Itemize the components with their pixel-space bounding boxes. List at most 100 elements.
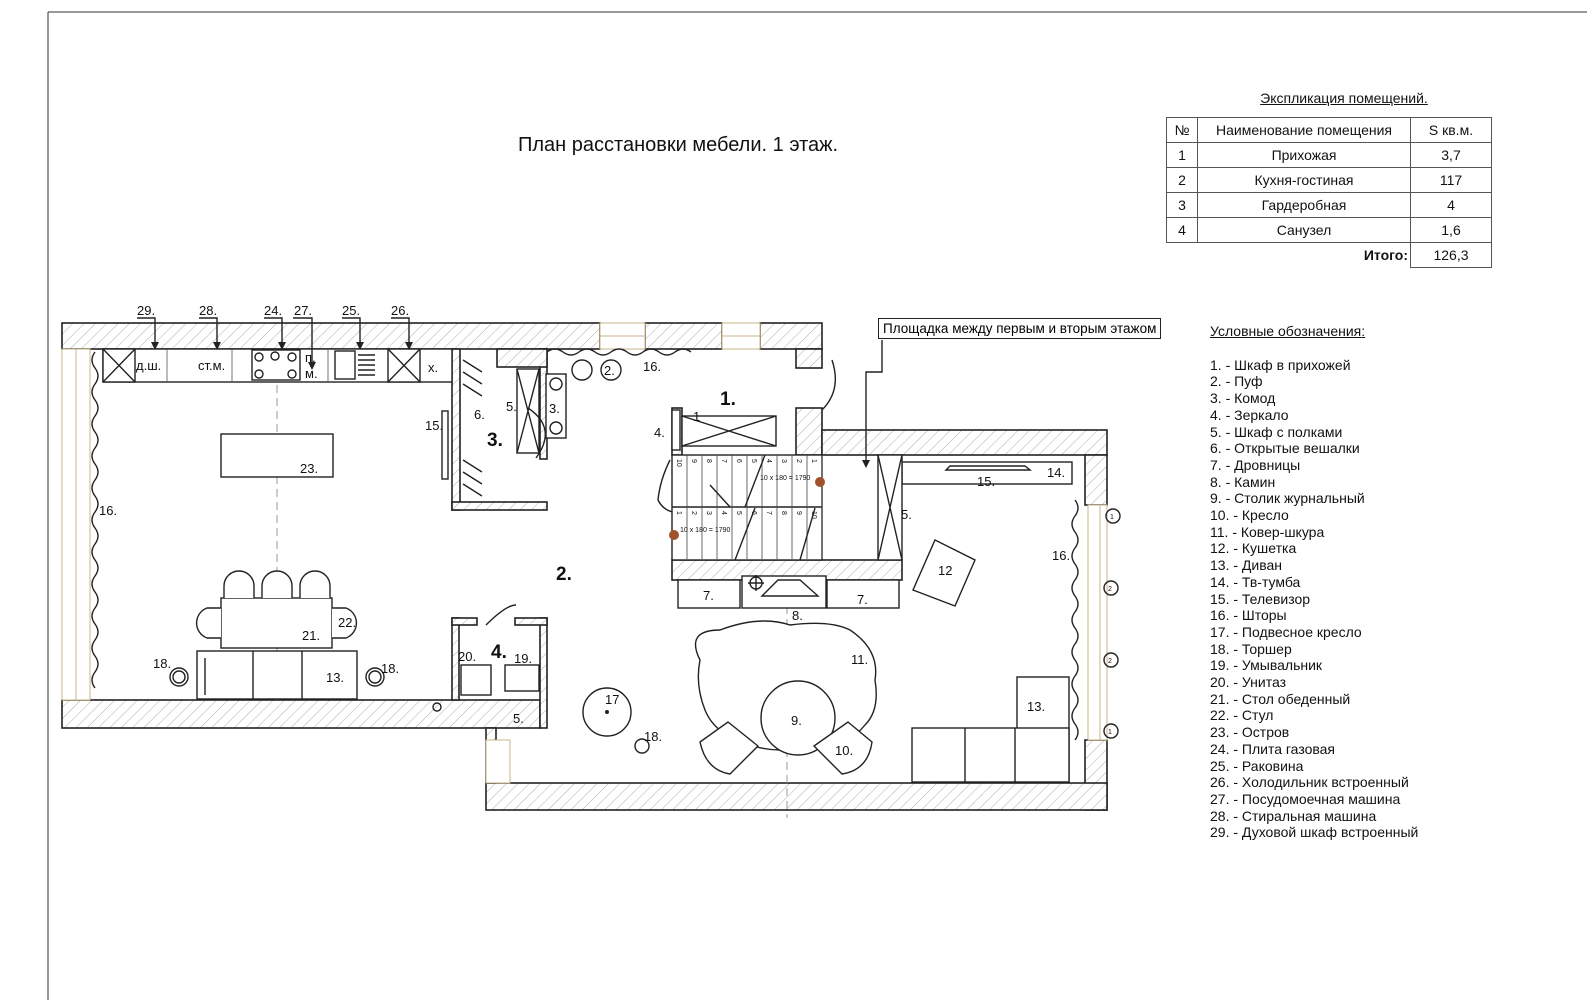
label-island: 23. <box>300 461 318 476</box>
stair-step-number: 9 <box>795 511 802 515</box>
explication-title: Экспликация помещений. <box>1260 90 1428 106</box>
stair-step-number: 8 <box>780 511 787 515</box>
label-shelves-3: 5. <box>513 711 524 726</box>
label-sofa-2: 13. <box>1027 699 1045 714</box>
label-oven: д.ш. <box>136 358 161 373</box>
cell-area: 117 <box>1410 167 1492 193</box>
stair-step-number: 2 <box>690 511 697 515</box>
label-washer: ст.м. <box>198 358 225 373</box>
legend-item: 12. - Кушетка <box>1210 540 1297 557</box>
label-lamp-3: 18. <box>644 729 662 744</box>
legend-item: 8. - Камин <box>1210 473 1276 490</box>
legend-item: 9. - Столик журнальный <box>1210 490 1365 507</box>
label-dining-table: 21. <box>302 628 320 643</box>
label-dresser: 3. <box>549 401 560 416</box>
stair-step-number: 9 <box>690 459 697 463</box>
legend-item: 14. - Тв-тумба <box>1210 573 1301 590</box>
label-hall-wardrobe: 1 <box>693 409 700 424</box>
room-4-number: 4. <box>491 642 507 663</box>
legend-item: 15. - Телевизор <box>1210 590 1311 607</box>
legend-item: 17. - Подвесное кресло <box>1210 623 1362 640</box>
cell-name: Кухня-гостиная <box>1197 167 1411 193</box>
table-total-row: Итого: 126,3 <box>1167 242 1492 268</box>
legend-item: 18. - Торшер <box>1210 640 1292 657</box>
marker-1a: 1 <box>1110 514 1114 521</box>
legend-title: Условные обозначения: <box>1210 323 1366 339</box>
total-value: 126,3 <box>1410 242 1492 268</box>
room-3-number: 3. <box>487 430 503 451</box>
legend: Условные обозначения: 1. - Шкаф в прихож… <box>1210 323 1418 841</box>
header-number: № <box>1166 117 1198 143</box>
total-label: Итого: <box>1363 247 1408 264</box>
legend-item: 6. - Открытые вешалки <box>1210 440 1360 457</box>
label-tv-stand: 14. <box>1047 465 1065 480</box>
stair-step-number: 8 <box>705 459 712 463</box>
label-lamp-1: 18. <box>153 656 171 671</box>
label-mirror: 4. <box>654 425 665 440</box>
cell-name: Прихожая <box>1197 142 1411 168</box>
label-26: 26. <box>391 303 409 318</box>
legend-item: 20. - Унитаз <box>1210 674 1287 691</box>
label-couch: 12 <box>938 563 952 578</box>
dining-table <box>220 597 333 649</box>
cell-number: 4 <box>1166 217 1198 243</box>
cell-area: 4 <box>1410 192 1492 218</box>
stair-step-number: 1 <box>810 459 817 463</box>
header-area: S кв.м. <box>1410 117 1492 143</box>
header-name: Наименование помещения <box>1197 117 1411 143</box>
legend-item: 29. - Духовой шкаф встроенный <box>1210 824 1419 841</box>
marker-2b: 2 <box>1108 658 1112 665</box>
legend-item: 22. - Стул <box>1210 707 1274 724</box>
label-curtains-right: 16. <box>1052 548 1070 563</box>
legend-item: 4. - Зеркало <box>1210 406 1289 423</box>
stair-step-number: 2 <box>795 459 802 463</box>
cell-name: Санузел <box>1197 217 1411 243</box>
legend-item: 2. - Пуф <box>1210 373 1263 390</box>
label-29: 29. <box>137 303 155 318</box>
cell-number: 3 <box>1166 192 1198 218</box>
markers <box>1103 508 1121 739</box>
legend-item: 28. - Стиральная машина <box>1210 807 1377 824</box>
stair-step-number: 6 <box>735 459 742 463</box>
label-27: 27. <box>294 303 312 318</box>
label-hanging-chair: 17 <box>605 692 619 707</box>
callout-arrows <box>137 317 883 468</box>
sofa <box>196 650 358 700</box>
label-coffee-table: 9. <box>791 713 802 728</box>
legend-item: 19. - Умывальник <box>1210 657 1323 674</box>
kitchen-counter <box>102 348 453 383</box>
label-rug: 11. <box>851 652 868 667</box>
legend-item: 3. - Комод <box>1210 390 1276 407</box>
windows <box>61 322 1108 784</box>
label-hangers: 6. <box>474 407 485 422</box>
stair-step-number: 3 <box>705 511 712 515</box>
label-armchair: 10. <box>835 743 853 758</box>
explication-table: Экспликация помещений. № Наименование по… <box>1166 90 1492 268</box>
landing-callout: Площадка между первым и вторым этажом <box>878 318 1162 339</box>
marker-1b: 1 <box>1108 729 1112 736</box>
legend-item: 5. - Шкаф с полками <box>1210 423 1343 440</box>
label-pouf: 2. <box>604 363 615 378</box>
marker-2a: 2 <box>1108 586 1112 593</box>
label-dishwasher-2: м. <box>305 366 318 381</box>
stair-step-number: 5 <box>750 459 757 463</box>
legend-title-text: Условные обозначения <box>1210 323 1362 339</box>
cell-area: 3,7 <box>1410 142 1492 168</box>
legend-item: 26. - Холодильник встроенный <box>1210 774 1409 791</box>
room-2-number: 2. <box>556 564 572 585</box>
label-toilet: 20. <box>458 649 476 664</box>
label-28: 28. <box>199 303 217 318</box>
label-curtains-left: 16. <box>99 503 117 518</box>
cell-number: 2 <box>1166 167 1198 193</box>
curtains <box>91 348 1079 741</box>
walls <box>61 322 1108 811</box>
cell-area: 1,6 <box>1410 217 1492 243</box>
legend-item: 25. - Раковина <box>1210 757 1304 774</box>
label-sofa: 13. <box>326 670 344 685</box>
stair-note-upper: 10 x 180 = 1790 <box>760 475 811 482</box>
